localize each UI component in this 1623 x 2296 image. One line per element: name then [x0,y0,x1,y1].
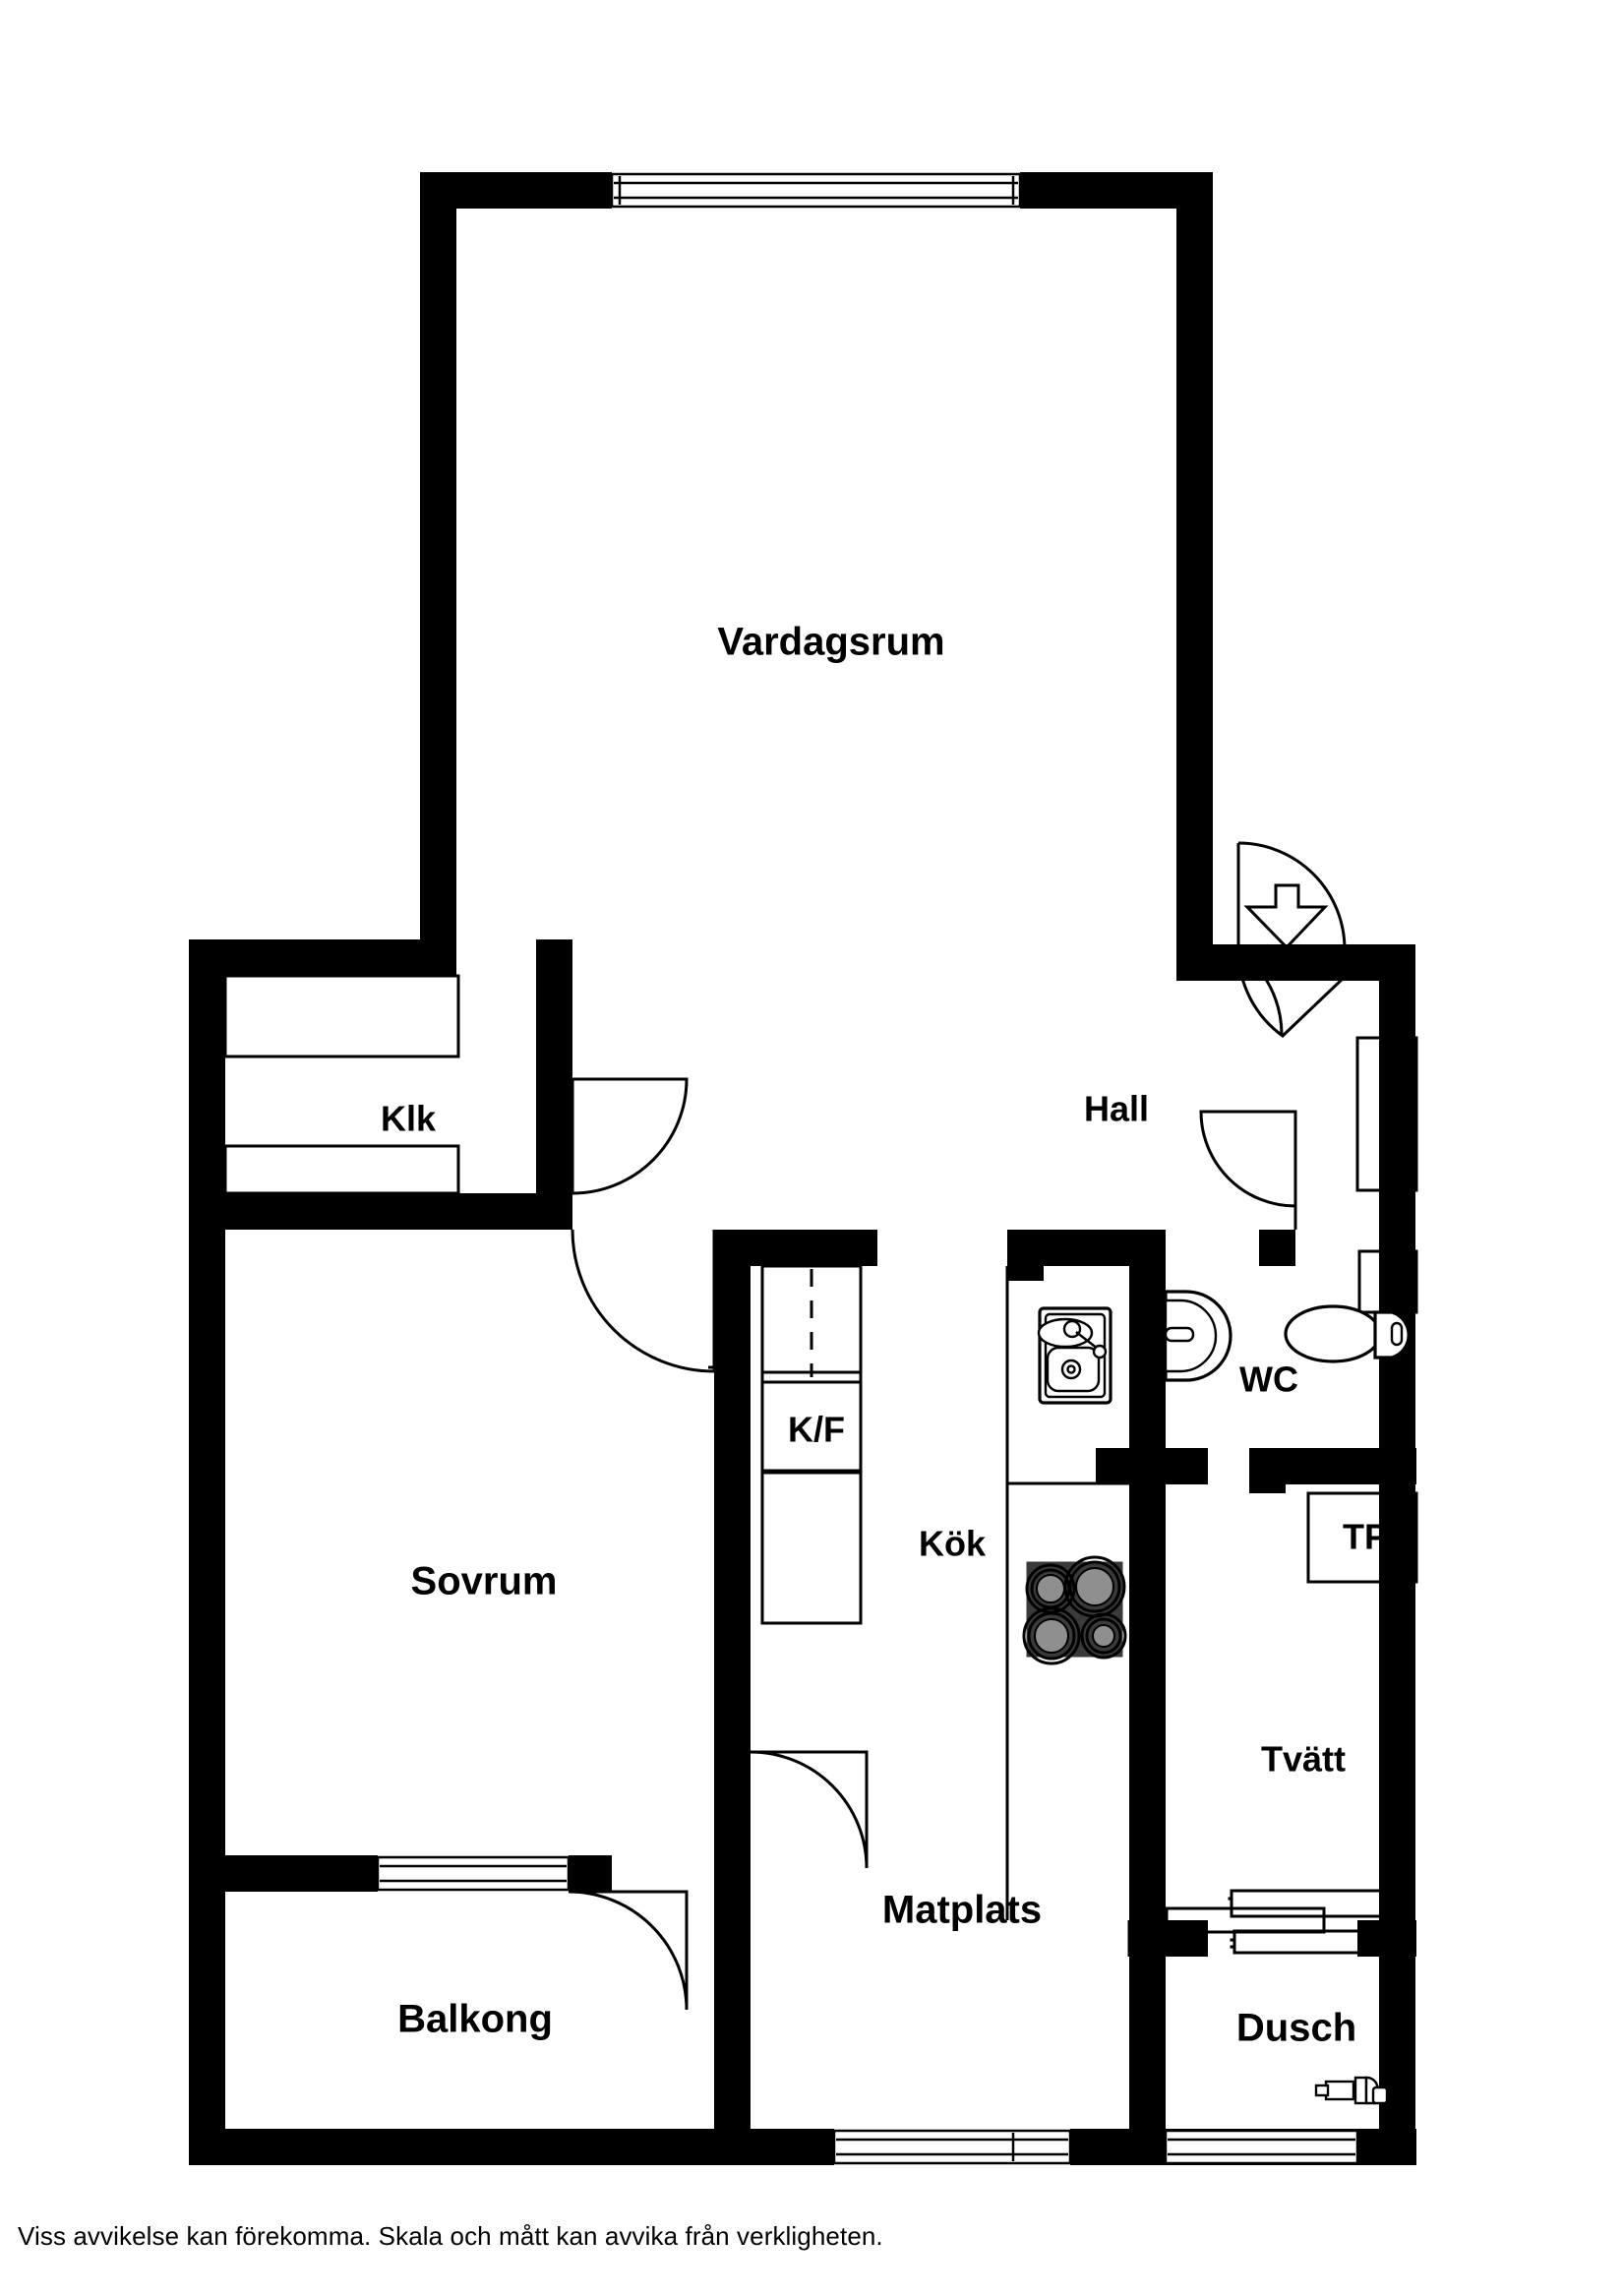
shower-fixture-icon [1314,2076,1389,2105]
kf-cabinet-top [760,1264,863,1384]
toilet-icon [1284,1304,1411,1363]
window-group [376,172,1359,2165]
wall-matplats-right-stub [1129,1920,1151,1957]
wc-door [1199,1110,1297,1208]
room-label-dusch: Dusch [1236,2007,1356,2050]
kf-cabinet-mid [760,1370,863,1475]
wall-klk-right [536,939,572,1230]
tp-box [1306,1491,1418,1584]
wall-kitchen-jog [1096,1448,1129,1484]
wall-kok-right-lower [1129,1448,1166,1920]
dusch-counter-right [1232,1929,1384,1955]
wall-hall-wc-stub [1259,1230,1295,1266]
living-room-window [610,172,1022,209]
kf-cabinet-bottom [760,1469,863,1625]
room-label-tvatt: Tvätt [1261,1739,1346,1780]
wall-dusch-left [1129,1957,1166,2165]
closet-door [571,1077,689,1195]
entry-door [1176,841,1347,1038]
wall-matplats-bottom-left [714,2129,834,2165]
wall-tvatt-dusch-right [1357,1920,1416,1957]
dining-door [750,1750,869,1869]
wall-tvatt-left-stub [1129,1448,1208,1484]
balcony-door-leaf [569,1890,689,2010]
balcony-window [376,1855,571,1892]
wall-sovrum-right [714,1230,751,1918]
entrance-arrow-icon [1243,883,1329,950]
closet-shelf-upper [223,974,460,1058]
wall-livingroom-right-jog [1176,915,1213,949]
wall-group [189,172,1416,2165]
dining-window [832,2129,1072,2165]
wall-outer-right [1379,944,1415,2165]
room-label-matplats: Matplats [882,1889,1042,1932]
room-label-balkong: Balkong [397,1998,553,2041]
wall-livingroom-left [420,172,456,944]
wall-matplats-left [714,1855,751,2165]
room-label-s: S [1378,1263,1399,1299]
wall-outer-left-upper [189,939,225,1230]
wall-klk-top [189,939,456,976]
kitchen-sink-icon [1037,1306,1112,1405]
room-label-klk: Klk [381,1099,437,1139]
bedroom-door [571,1229,715,1373]
wall-sovrum-bottom-right [569,1855,612,1892]
room-label-hall: Hall [1084,1089,1149,1129]
wall-kf-top [714,1230,877,1266]
door-group [568,841,1347,2011]
room-label-vardagsrum: Vardagsrum [717,621,944,664]
wall-kok-right-upper [1129,1230,1166,1448]
wall-hall-bottom [1007,1230,1149,1266]
shower-window [1164,2129,1359,2165]
room-label-wc: WC [1239,1359,1298,1400]
balcony-door [568,1890,689,2011]
dining-door-leaf [751,1750,869,1868]
wall-klk-bottom [189,1193,572,1230]
room-label-tp: TP [1343,1517,1388,1557]
wall-balcony-left [189,1855,225,2165]
room-label-group: Vardagsrum Klk Hall Sovrum K/F Kök WC S … [381,621,1400,2050]
closet-shelf-lower [223,1144,460,1195]
washbasin-icon [1164,1290,1232,1382]
hall-cabinet [1355,1036,1418,1192]
tvatt-counter-right [1230,1889,1391,1918]
wall-wc-tvatt-stub [1249,1448,1286,1493]
disclaimer-text: Viss avvikelse kan förekomma. Skala och … [18,2221,883,2251]
room-label-kf: K/F [788,1410,845,1450]
wall-balcony-bottom [189,2129,720,2165]
room-label-kok: Kök [919,1524,987,1564]
wall-livingroom-right [1176,172,1213,949]
room-label-sovrum: Sovrum [411,1560,558,1603]
wall-outer-left-lower [189,1193,225,1892]
stove-cooktop-icon [1022,1555,1127,1665]
